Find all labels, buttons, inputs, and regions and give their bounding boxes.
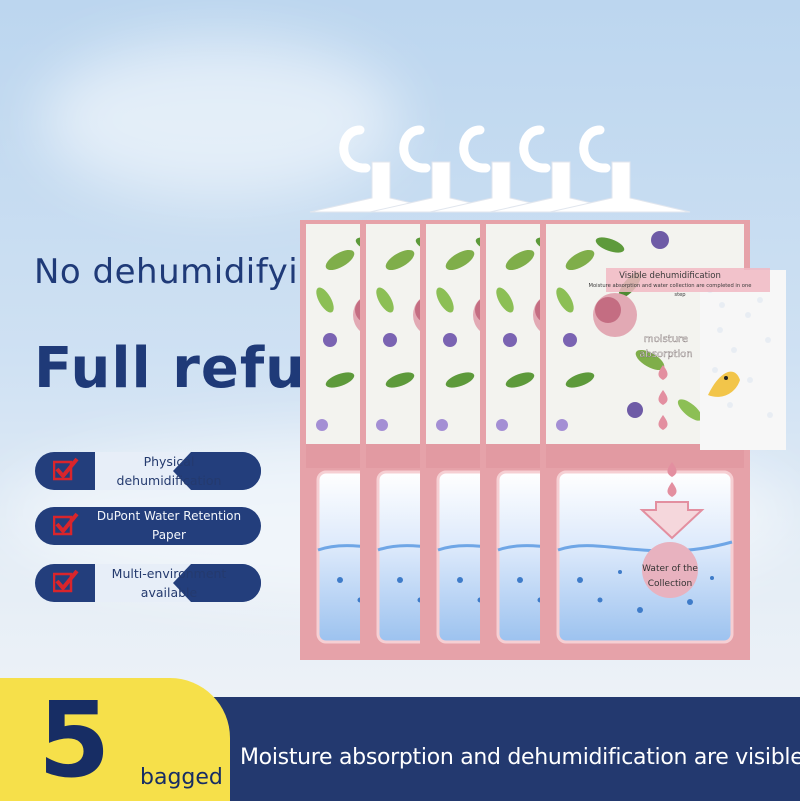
down-arrow-icon bbox=[639, 501, 705, 540]
feature-label: DuPont Water Retention Paper bbox=[96, 509, 242, 542]
water-label-2: Collection bbox=[648, 579, 693, 589]
top-label-title: Visible dehumidification bbox=[619, 271, 721, 281]
yellow-count-badge bbox=[0, 678, 230, 801]
top-label-subtitle-2: step bbox=[674, 292, 686, 298]
moisture-label: moisture bbox=[644, 334, 688, 345]
water-drop-icons bbox=[658, 365, 677, 497]
moisture-label-2: absorption bbox=[639, 349, 692, 360]
headline-no-dehumidifying: No dehumidifying bbox=[34, 252, 343, 292]
dehumidifier-bags-illustration: Visible dehumidification Moisture absorp… bbox=[290, 110, 786, 670]
water-label: Water of the bbox=[642, 564, 698, 574]
top-label-subtitle: Moisture absorption and water collection… bbox=[589, 283, 752, 289]
bird-icon bbox=[708, 371, 740, 397]
background-light-glow bbox=[40, 40, 400, 200]
red-check-icon bbox=[53, 512, 79, 536]
banner-tagline: Moisture absorption and dehumidification… bbox=[240, 745, 800, 770]
red-check-icon bbox=[53, 569, 79, 593]
red-check-icon bbox=[53, 457, 79, 481]
bag-count-unit: bagged bbox=[140, 765, 223, 790]
feature-dupont-paper: DuPont Water Retention Paper bbox=[35, 507, 261, 545]
bag-count-number: 5 bbox=[38, 679, 111, 801]
